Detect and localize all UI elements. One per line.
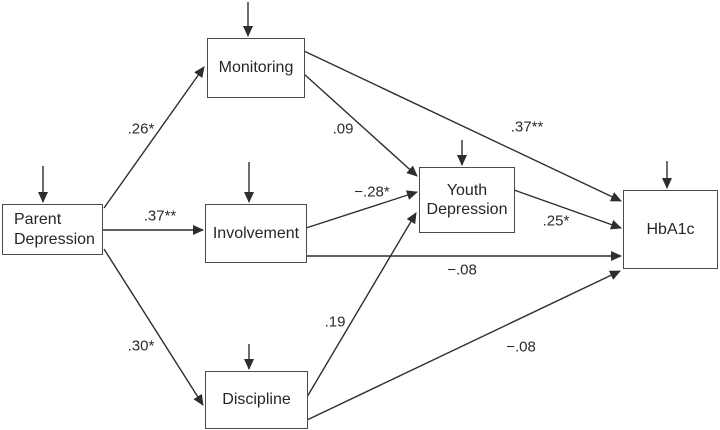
edge-coefficient-youth-depression-to-hba1c: .25* <box>543 213 570 230</box>
edge-coefficient-involvement-to-hba1c: −.08 <box>447 262 477 279</box>
node-discipline: Discipline <box>205 371 308 429</box>
edge-parent-depression-to-discipline <box>103 248 204 406</box>
edge-coefficient-parent-depression-to-discipline: .30* <box>128 338 155 355</box>
node-label: Involvement <box>212 224 300 242</box>
edge-coefficient-discipline-to-youth-depression: .19 <box>325 314 346 331</box>
edge-coefficient-monitoring-to-hba1c: .37** <box>511 119 544 136</box>
edge-parent-depression-to-monitoring <box>103 66 205 209</box>
node-youth-depression: Youth Depression <box>419 167 515 233</box>
edge-discipline-to-hba1c <box>306 270 621 421</box>
node-label: Parent Depression <box>14 211 95 248</box>
edge-coefficient-discipline-to-hba1c: −.08 <box>506 339 536 356</box>
node-label: Youth Depression <box>426 181 508 218</box>
edge-monitoring-to-hba1c <box>303 50 622 202</box>
node-monitoring: Monitoring <box>207 38 305 98</box>
node-parent-depression: Parent Depression <box>2 204 103 255</box>
edge-youth-depression-to-hba1c <box>513 189 622 230</box>
node-involvement: Involvement <box>205 204 307 263</box>
edge-coefficient-parent-depression-to-involvement: .37** <box>144 208 177 225</box>
edge-coefficient-parent-depression-to-monitoring: .26* <box>128 121 155 138</box>
edge-coefficient-involvement-to-youth-depression: −.28* <box>354 184 390 201</box>
edge-monitoring-to-youth-depression <box>303 73 418 177</box>
node-hba1c: HbA1c <box>623 190 718 269</box>
edge-involvement-to-youth-depression <box>305 190 418 229</box>
edge-discipline-to-youth-depression <box>306 212 417 398</box>
node-label: Discipline <box>222 391 291 409</box>
node-label: Monitoring <box>218 59 294 77</box>
edge-coefficient-monitoring-to-youth-depression: .09 <box>333 121 354 138</box>
node-label: HbA1c <box>646 220 695 238</box>
